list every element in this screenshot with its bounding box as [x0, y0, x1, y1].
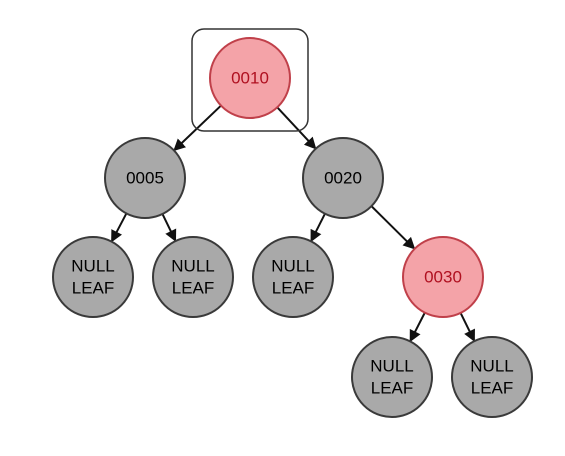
- node-label: LEAF: [72, 279, 115, 298]
- tree-node-n0005[interactable]: 0005: [104, 137, 186, 219]
- node-label: 0020: [324, 169, 362, 188]
- node-label: LEAF: [371, 379, 414, 398]
- node-label: NULL: [271, 257, 314, 276]
- black-node-circle: [52, 236, 134, 318]
- edge-n0005-to-nullB: [161, 213, 177, 242]
- edge-n0030-to-nullD: [409, 312, 426, 343]
- edge-n0020-to-nullC: [310, 213, 326, 243]
- black-node-circle: [152, 236, 234, 318]
- node-label: LEAF: [272, 279, 315, 298]
- black-node-circle: [451, 336, 533, 418]
- red-node-circle: [209, 37, 291, 119]
- node-label: NULL: [470, 357, 513, 376]
- node-label: 0005: [126, 169, 164, 188]
- node-label: LEAF: [471, 379, 514, 398]
- tree-node-nullE[interactable]: NULL LEAF: [451, 336, 533, 418]
- edge-n0030-to-nullE: [459, 312, 475, 342]
- black-node-circle: [302, 137, 384, 219]
- tree-node-n0030[interactable]: 0030: [402, 236, 484, 318]
- tree-node-n0020[interactable]: 0020: [302, 137, 384, 219]
- node-label: LEAF: [172, 279, 215, 298]
- tree-node-nullD[interactable]: NULL LEAF: [351, 336, 433, 418]
- black-node-circle: [252, 236, 334, 318]
- red-node-circle: [402, 236, 484, 318]
- node-label: 0010: [231, 69, 269, 88]
- selection-box: [191, 28, 309, 132]
- edge-n0010-to-n0020: [276, 106, 317, 150]
- tree-node-nullB[interactable]: NULL LEAF: [152, 236, 234, 318]
- node-label: NULL: [71, 257, 114, 276]
- node-label: NULL: [171, 257, 214, 276]
- edges-layer: [111, 104, 475, 343]
- node-label: NULL: [370, 357, 413, 376]
- black-node-circle: [351, 336, 433, 418]
- tree-node-nullC[interactable]: NULL LEAF: [252, 236, 334, 318]
- tree-node-n0010[interactable]: 0010: [209, 37, 291, 119]
- black-node-circle: [104, 137, 186, 219]
- selection-layer: [191, 28, 309, 132]
- edge-n0020-to-n0030: [370, 205, 416, 250]
- edge-n0005-to-nullA: [111, 212, 128, 243]
- node-label: 0030: [424, 268, 462, 287]
- edge-n0010-to-n0005: [173, 104, 222, 152]
- tree-node-nullA[interactable]: NULL LEAF: [52, 236, 134, 318]
